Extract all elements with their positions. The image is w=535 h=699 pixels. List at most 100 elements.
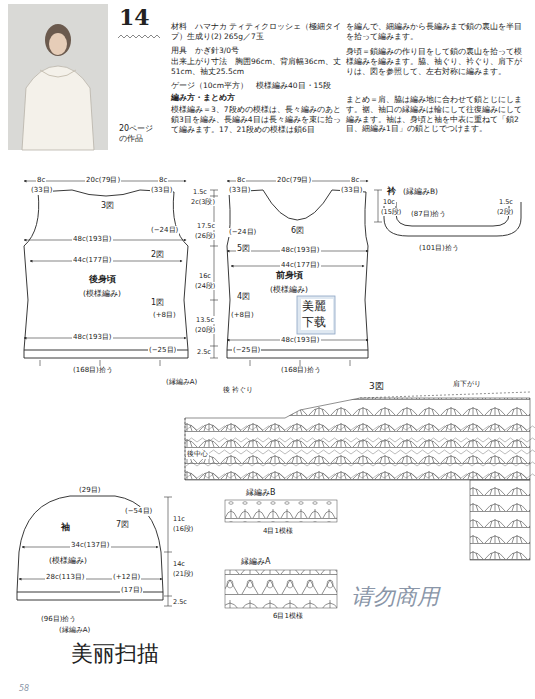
chart-label: 34c(137目) (70, 541, 111, 550)
chart-edge (185, 392, 530, 480)
chart-label: 後 衿ぐり (222, 386, 254, 395)
pattern-number: 14 (118, 6, 151, 28)
chart-label: (−24目) (150, 226, 179, 235)
outline-path (17, 496, 163, 600)
chart-label: (17目) (120, 586, 143, 595)
chart-label: 3図 (368, 381, 385, 393)
chart-label: 6図 (290, 226, 305, 236)
piece-name: 衿 (386, 186, 397, 197)
watermark-stamp (297, 296, 335, 334)
chart-label: 1.5c (498, 198, 514, 206)
chart-label: 48c(193目) (72, 333, 113, 342)
outline-path (24, 190, 188, 358)
instruction-text: 用具 かぎ針3/0号 (170, 46, 344, 56)
edging-a-chart (225, 570, 337, 608)
chart-label: (−24目) (228, 228, 257, 237)
chart-label: 16c (198, 272, 212, 280)
chart-row (186, 438, 535, 442)
stitch-name: (模様編み) (269, 285, 309, 294)
dimension-lines (19, 181, 382, 606)
chart-label: (87目)拾う (410, 210, 447, 219)
instruction-text: 身頃＝鎖編みの作り目をして鎖の裏山を拾って模様編みを編みます。脇、袖ぐり、衿ぐり… (345, 47, 530, 76)
dim-line (378, 190, 379, 222)
instruction-text: 模様編み＝3、7段めの模様は、長々編みのあと鎖3目を編み、長編み4目は長々編みを… (170, 105, 344, 134)
instruction-text: 材料 ハマナカ ティティクロッシェ（極細タイプ）生成り(2) 265g／7玉 (170, 22, 344, 42)
chart-label: 2c(3段) (190, 198, 216, 206)
dim-ticks (374, 190, 382, 222)
chart-label: (21段) (172, 570, 194, 578)
instruction-text: 編み方・まとめ方 (170, 93, 344, 103)
chart-label: 8c (236, 176, 246, 185)
dim-line (168, 497, 169, 606)
chart-label: 6目1模様 (272, 612, 304, 621)
chart-label: 8c (36, 176, 46, 185)
chart-label: 48c(193目) (280, 336, 321, 345)
piece-name: 後身頃 (88, 274, 117, 285)
chart-label: 3図 (100, 201, 115, 211)
chart-label: (+12目) (112, 573, 141, 582)
chart-label: (16段) (172, 525, 194, 533)
chart-label: (20段) (194, 326, 216, 334)
photo-top (22, 66, 94, 150)
chart-label: (縁編みA) (165, 378, 198, 387)
chart-label: 44c(177目) (280, 261, 321, 270)
chart-label: 4図 (236, 292, 251, 302)
chart-label: (−25目) (232, 346, 261, 355)
chart-label: (26段) (194, 232, 216, 240)
watermark: 58 (18, 684, 30, 694)
edging-b-chart (225, 500, 337, 522)
chart-label: (33目) (30, 186, 53, 195)
chart-label: (33目) (340, 186, 363, 195)
front-body-piece: 前身頃 (模様編み) (225, 188, 370, 360)
piece-name: 前身頃 (275, 270, 304, 281)
instruction-text: まとめ＝肩、脇は編み地に合わせて鎖とじにします。裾、袖口の縁編みは輪にして往復編… (345, 95, 530, 134)
watermark: 请勿商用 (350, 583, 440, 612)
chart-area (470, 480, 530, 560)
chart-label: (168目)拾う (72, 366, 114, 375)
chart-label: 20c(79目) (85, 176, 121, 185)
dim-ticks (164, 497, 172, 606)
chart-row (186, 450, 535, 454)
chart-rows (186, 426, 535, 478)
chart-label: 縁編みA (240, 557, 271, 567)
chart-label: (33目) (150, 186, 173, 195)
page-reference: 20ページ の作品 (118, 124, 164, 145)
stitch-name: (模様編み) (82, 289, 122, 298)
chart-label: 13.5c (195, 316, 215, 324)
chart-label: (2段) (496, 208, 514, 216)
chart-label: 48c(193目) (72, 235, 113, 244)
chart-label: 美丽扫描 (70, 640, 160, 669)
title-rule (118, 35, 160, 38)
chart-label: 11c (172, 515, 186, 523)
chart-label: 2.5c (196, 348, 212, 356)
instruction-text: ゲージ（10cm平方） 模様編み40目・15段 (170, 81, 344, 91)
stitch-name: (縁編みB) (402, 187, 439, 196)
chart-label: 1.5c (192, 188, 208, 196)
chart-label: 7図 (115, 520, 130, 530)
chart-label: (33目) (228, 186, 251, 195)
chart-label: 8c (158, 176, 168, 185)
chart-label: 2.5c (172, 598, 188, 606)
chart-label: (168目)拾う (280, 366, 322, 375)
chart-label: (24段) (194, 282, 216, 290)
chart-label: (96目)拾う (40, 615, 77, 624)
outline-path (384, 202, 521, 236)
chart-label: 肩下がり (452, 380, 482, 389)
page-number: 美麗 下载 (301, 299, 333, 330)
chart-label: 4目1模様 (262, 527, 294, 536)
chart-label: 20c(79目) (276, 176, 312, 185)
chart-label: (縁編みA) (58, 626, 91, 635)
stitch-chart-3 (185, 392, 530, 560)
chart-label: (101目)拾う (418, 244, 460, 253)
chart-label: 8c (350, 176, 360, 185)
piece-name: 袖 (60, 522, 71, 533)
photo-neckline (40, 70, 76, 77)
chart-label: (+8目) (152, 311, 177, 320)
chart-row (186, 426, 535, 430)
chart-label: (−54目) (124, 507, 153, 516)
chart-label: 14c (172, 560, 186, 568)
photo-face (49, 33, 67, 55)
stitch-name: (模様編み) (48, 556, 88, 565)
chart-label: 10c (382, 198, 396, 206)
chart-label: (15段) (380, 208, 402, 216)
